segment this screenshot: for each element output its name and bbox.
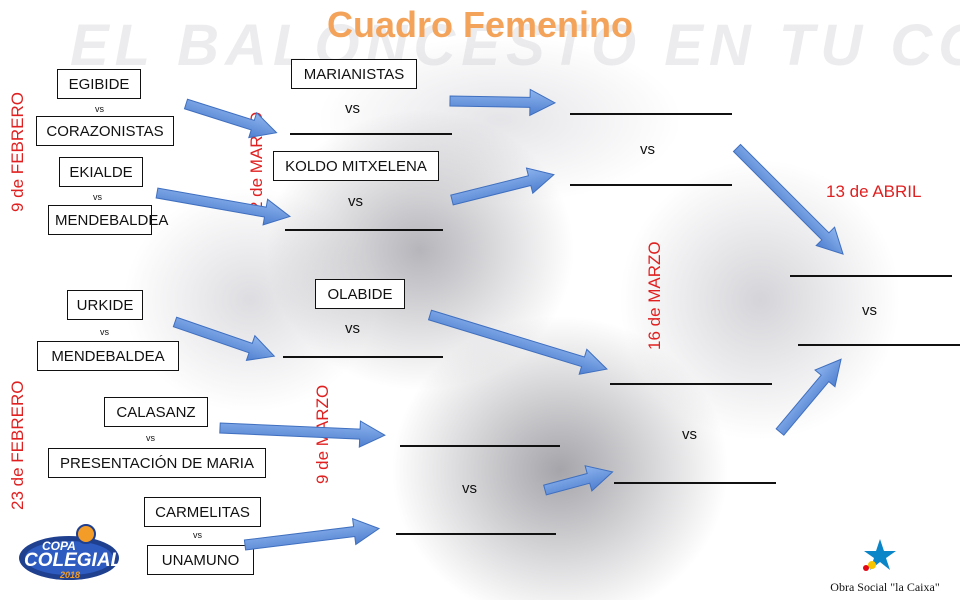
arrow-icon <box>450 167 555 206</box>
team-r2-m1-seeded: MARIANISTAS <box>291 59 417 89</box>
team-r1-m1-home: EGIBIDE <box>57 69 141 99</box>
arrow-icon <box>775 358 842 436</box>
slot-sf2-top <box>610 383 772 385</box>
vs-label: vs <box>862 302 877 319</box>
slot-final-bottom <box>798 344 960 346</box>
vs-label: vs <box>95 104 104 114</box>
vs-label: vs <box>146 433 155 443</box>
slot-r2-m3-winner <box>283 356 443 358</box>
vs-label: vs <box>640 141 655 158</box>
arrow-icon <box>155 187 292 226</box>
slot-sf1-bottom <box>570 184 732 186</box>
team-r1-m5-away: UNAMUNO <box>147 545 254 575</box>
date-final: 13 de ABRIL <box>826 182 922 201</box>
arrow-icon <box>427 309 608 375</box>
vs-label: vs <box>462 480 477 497</box>
team-r2-m2-seeded: KOLDO MITXELENA <box>273 151 439 181</box>
team-r1-m2-home: EKIALDE <box>59 157 143 187</box>
vs-label: vs <box>345 100 360 117</box>
vs-label: vs <box>345 320 360 337</box>
slot-final-top <box>790 275 952 277</box>
slot-r2-m4-top <box>400 445 560 447</box>
team-r1-m4-home: CALASANZ <box>104 397 208 427</box>
la-caixa-label: Obra Social "la Caixa" <box>830 580 940 594</box>
team-r2-m3-seeded: OLABIDE <box>315 279 405 309</box>
star-icon <box>863 539 896 571</box>
arrow-icon <box>449 88 557 117</box>
team-r1-m3-away: MENDEBALDEA <box>37 341 179 371</box>
year-text: 2018 <box>59 570 80 580</box>
vs-label: vs <box>100 327 109 337</box>
team-r1-m4-away: PRESENTACIÓN DE MARIA <box>48 448 266 478</box>
team-r1-m3-home: URKIDE <box>67 290 143 320</box>
page-title: Cuadro Femenino <box>326 4 634 45</box>
arrow-icon <box>243 517 381 551</box>
copa-text: COPA <box>42 539 76 553</box>
vs-label: vs <box>682 426 697 443</box>
vs-label: vs <box>93 192 102 202</box>
slot-r2-m2-winner <box>285 229 443 231</box>
la-caixa-logo: Obra Social "la Caixa" <box>820 535 950 595</box>
arrow-icon <box>219 420 386 448</box>
colegial-text: COLEGIAL <box>24 550 122 571</box>
arrow-icon <box>172 316 276 361</box>
arrow-icon <box>183 98 278 139</box>
vs-label: vs <box>348 193 363 210</box>
arrow-icon <box>732 143 844 255</box>
team-r1-m2-away: MENDEBALDEA <box>48 205 168 235</box>
team-r1-m1-away: CORAZONISTAS <box>36 116 174 146</box>
watermark: EL BALONCESTO EN TU COLE <box>70 13 960 78</box>
vs-label: vs <box>193 530 202 540</box>
slot-r2-m1-winner <box>290 133 452 135</box>
slot-sf1-top <box>570 113 732 115</box>
slot-r2-m4-bottom <box>396 533 556 535</box>
arrow-icon <box>543 465 614 496</box>
copa-colegial-logo: COPA COLEGIAL 2018 <box>14 514 124 586</box>
slot-sf2-bottom <box>614 482 776 484</box>
team-r1-m5-home: CARMELITAS <box>144 497 261 527</box>
